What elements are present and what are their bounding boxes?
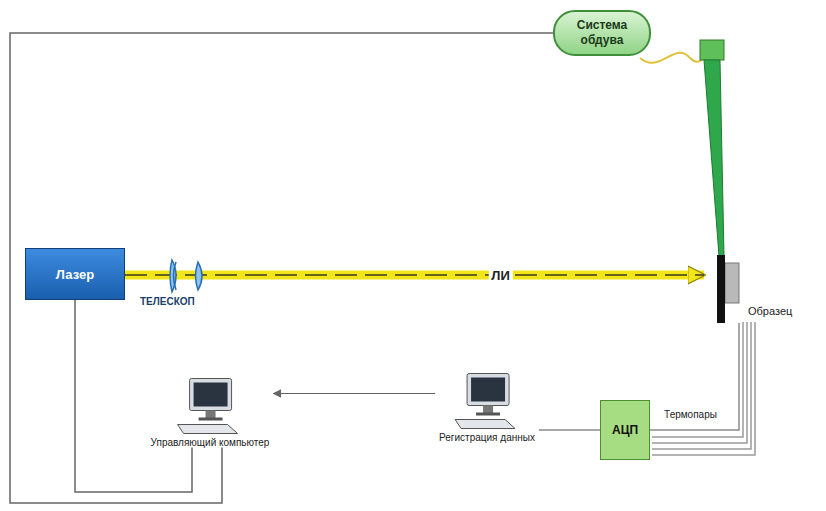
node-text: АЦП [612,423,638,437]
sample-plate [716,255,746,323]
connector-group [125,275,704,276]
nozzle [700,40,724,60]
connector [75,300,192,492]
lens [196,262,203,290]
node-text: Регистрация данных [439,432,535,443]
connector-group [273,393,435,394]
computer: Регистрация данных [435,372,539,443]
lens [170,260,176,292]
connector [539,429,600,431]
laser-box: Лазер [25,248,125,300]
process-box: Система обдува [553,10,651,56]
connector-group [539,430,600,431]
node-text: Управляющий компьютер [151,437,270,448]
connector-group [650,323,739,430]
edge-label: Термопары [661,409,720,420]
node-text: Образец [748,305,792,317]
connector-group [75,300,192,492]
beam-axis [125,274,704,276]
part-label: ТЕЛЕСКОП [140,296,195,307]
gas-jet [704,60,724,256]
lens [174,262,177,290]
adc-box: АЦП [600,400,650,460]
computer-icon [172,377,248,437]
connector [10,33,553,503]
connector-group [10,33,553,503]
gas-hose [640,52,708,63]
connector [650,323,739,430]
node-text: Система обдува [571,18,633,48]
connector [273,393,435,394]
laser-beam [125,271,704,280]
computer: Управляющий компьютер [147,377,274,448]
edge-label: ЛИ [488,268,512,283]
node-text: Лазер [56,267,94,282]
computer-icon [449,372,525,432]
sample: Образец [716,255,816,323]
